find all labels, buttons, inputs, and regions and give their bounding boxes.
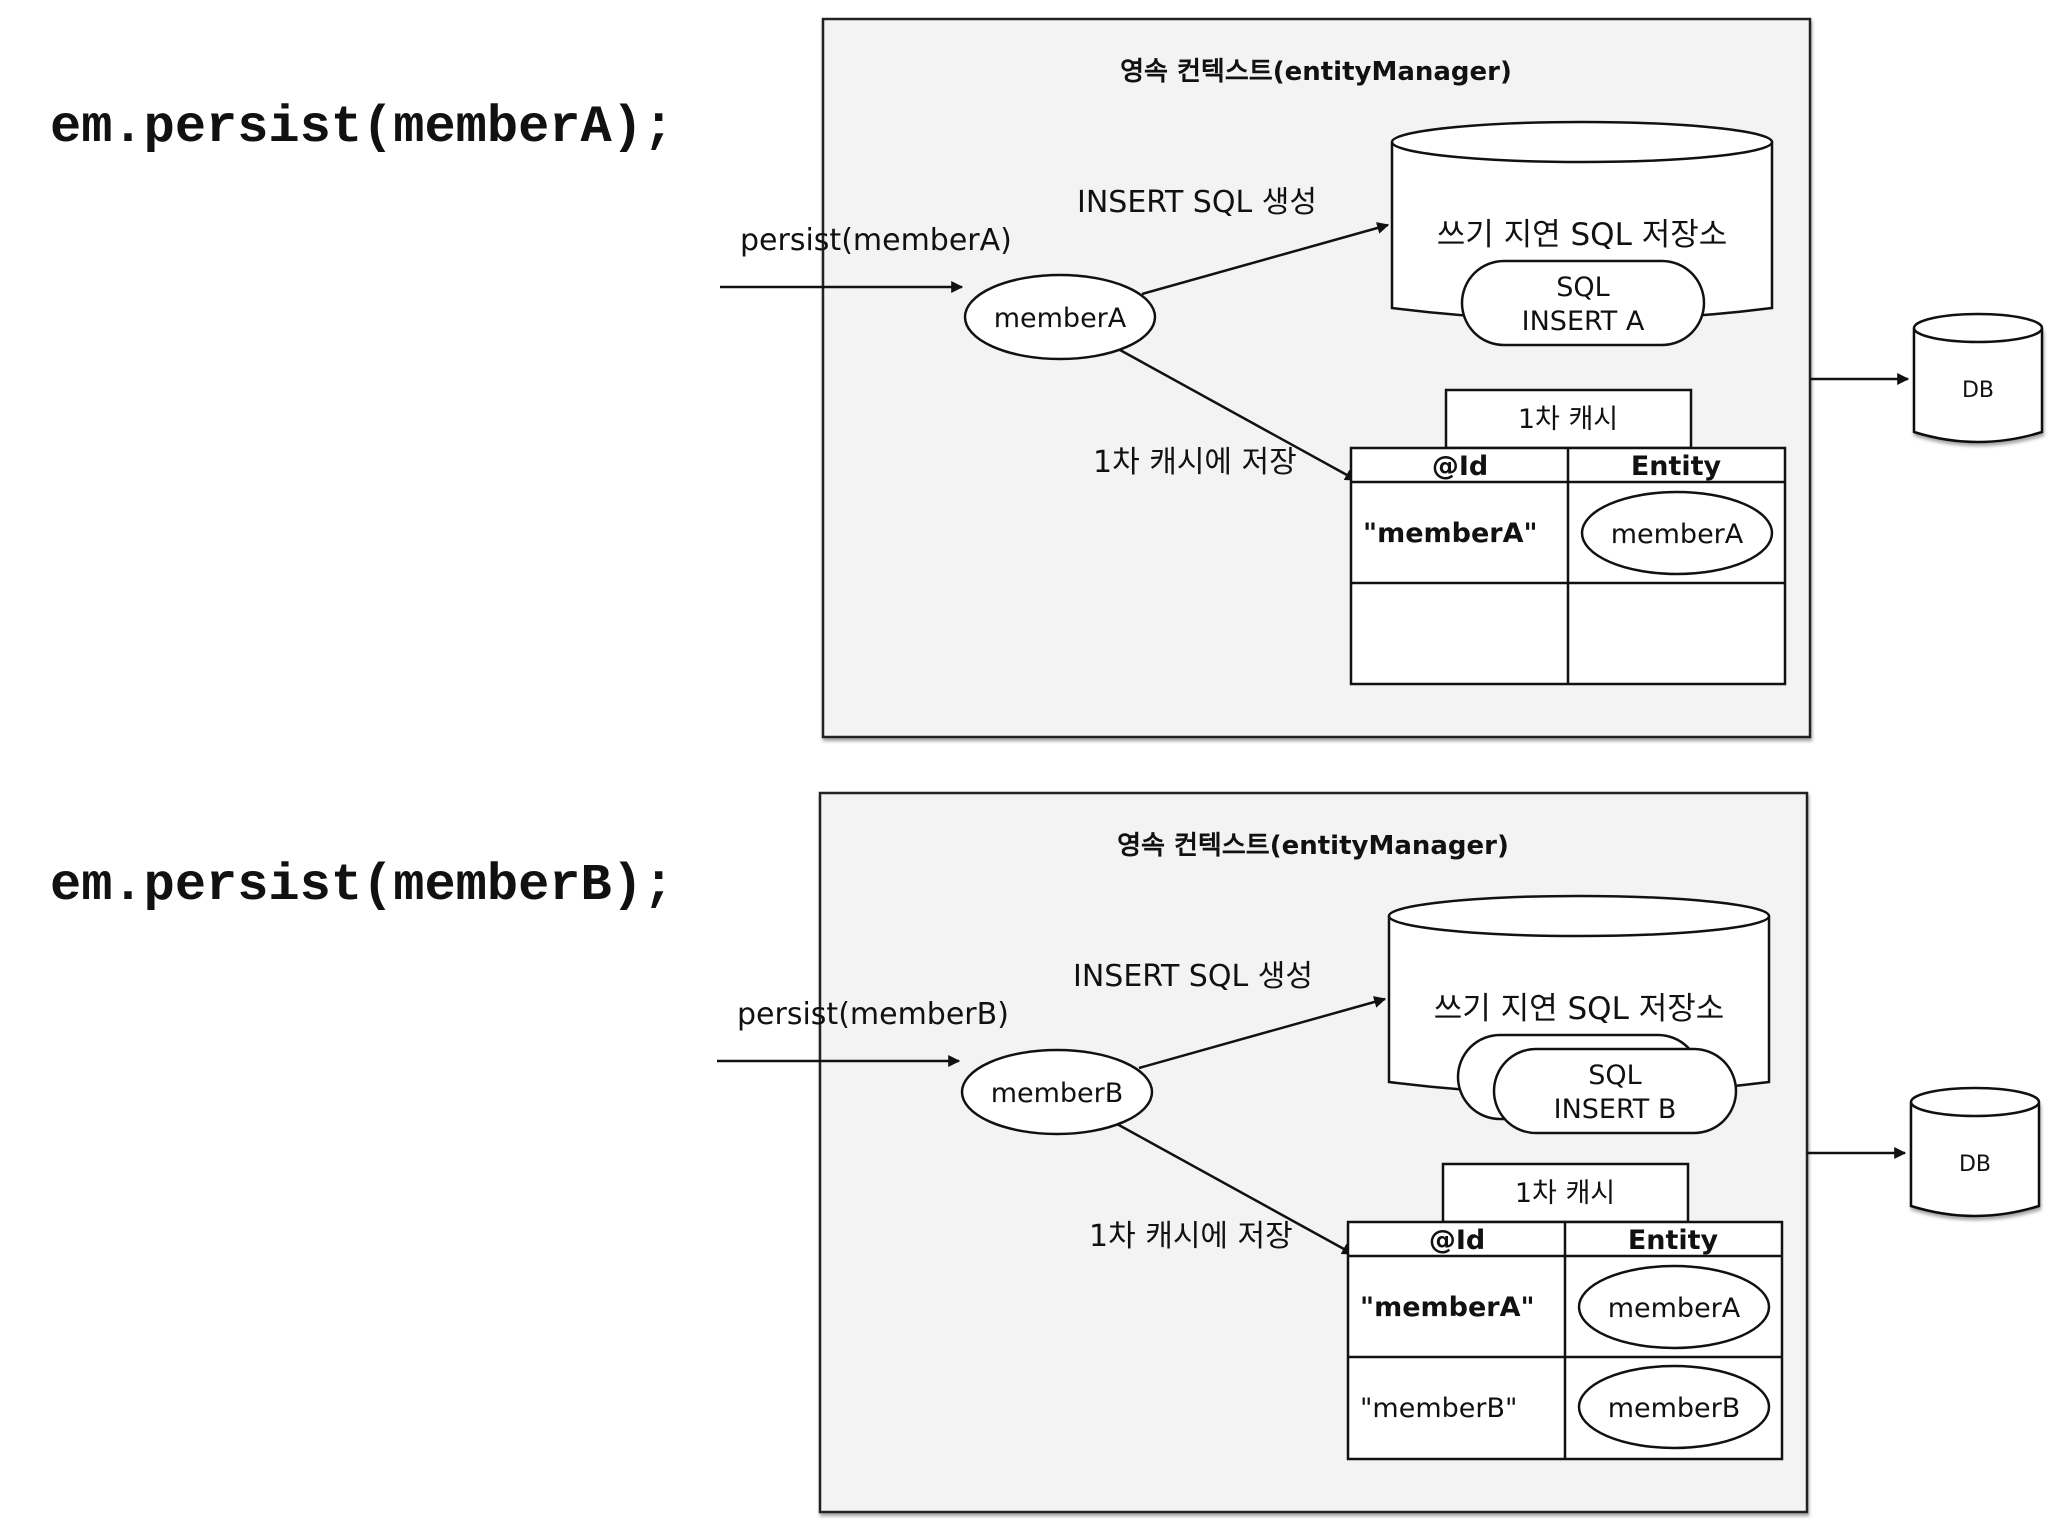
entity-label: memberB: [991, 1078, 1124, 1109]
panel-persist-a: 영속 컨텍스트(entityManager) persist(memberA) …: [720, 17, 2044, 739]
persistence-context-title: 영속 컨텍스트(entityManager): [1120, 57, 1512, 87]
cache-col-id: @Id: [1432, 451, 1488, 482]
code-line-persist-a: em.persist(memberA);: [50, 98, 675, 157]
insert-sql-arrow: [1141, 222, 1390, 296]
cache-row-entity-ellipse: [1580, 490, 1774, 576]
write-behind-store-label: 쓰기 지연 SQL 저장소: [1437, 217, 1728, 253]
insert-sql-label: INSERT SQL 생성: [1077, 185, 1317, 220]
cache-row-id: "memberA": [1360, 1292, 1535, 1323]
persist-call-label: persist(memberB): [737, 997, 1009, 1032]
db-label: DB: [1962, 378, 1994, 403]
cache-row-entity: memberB: [1608, 1393, 1741, 1424]
sql-item-line2: INSERT B: [1554, 1094, 1677, 1125]
first-level-cache: 1차 캐시 @Id Entity "memberA" memberA: [1349, 388, 1787, 686]
cache-row-entity: memberA: [1611, 519, 1744, 550]
cache-col-entity: Entity: [1628, 1225, 1719, 1256]
cache-title: 1차 캐시: [1518, 404, 1618, 435]
cache-row-id: "memberB": [1360, 1393, 1517, 1424]
sql-item-line2: INSERT A: [1522, 306, 1645, 337]
cache-col-id: @Id: [1429, 1225, 1485, 1256]
write-behind-store-label: 쓰기 지연 SQL 저장소: [1434, 991, 1725, 1027]
cache-row-entity: memberA: [1608, 1293, 1741, 1324]
cache-save-label: 1차 캐시에 저장: [1093, 445, 1297, 480]
cache-save-label: 1차 캐시에 저장: [1089, 1219, 1293, 1254]
db-cylinder: [1912, 312, 2044, 444]
cache-save-arrow: [1119, 348, 1358, 482]
sql-item-line1: SQL: [1588, 1060, 1641, 1091]
cache-row-id: "memberA": [1363, 518, 1538, 549]
cache-title: 1차 캐시: [1515, 1178, 1615, 1209]
first-level-cache: 1차 캐시 @Id Entity "memberA" memberA "memb…: [1346, 1162, 1784, 1461]
sql-insert-item: [1460, 259, 1706, 347]
cache-save-arrow: [1116, 1122, 1355, 1256]
entity-ellipse: [960, 1048, 1154, 1136]
insert-sql-arrow: [1138, 996, 1387, 1070]
cache-row-entity-ellipse: [1577, 1364, 1771, 1450]
cache-row-entity-ellipse: [1577, 1264, 1771, 1350]
db-cylinder: [1909, 1086, 2041, 1218]
sql-item-line1: SQL: [1556, 272, 1609, 303]
entity-ellipse: [963, 273, 1157, 361]
insert-sql-label: INSERT SQL 생성: [1073, 959, 1313, 994]
persist-call-label: persist(memberA): [740, 223, 1012, 258]
persistence-context-title: 영속 컨텍스트(entityManager): [1117, 831, 1509, 861]
cache-col-entity: Entity: [1631, 451, 1722, 482]
sql-insert-item: [1492, 1047, 1738, 1135]
db-label: DB: [1959, 1152, 1991, 1177]
entity-label: memberA: [994, 303, 1127, 334]
code-line-persist-b: em.persist(memberB);: [50, 856, 675, 915]
panel-persist-b: 영속 컨텍스트(entityManager) persist(memberB) …: [717, 791, 2041, 1514]
cache-title-box: [1444, 388, 1693, 450]
